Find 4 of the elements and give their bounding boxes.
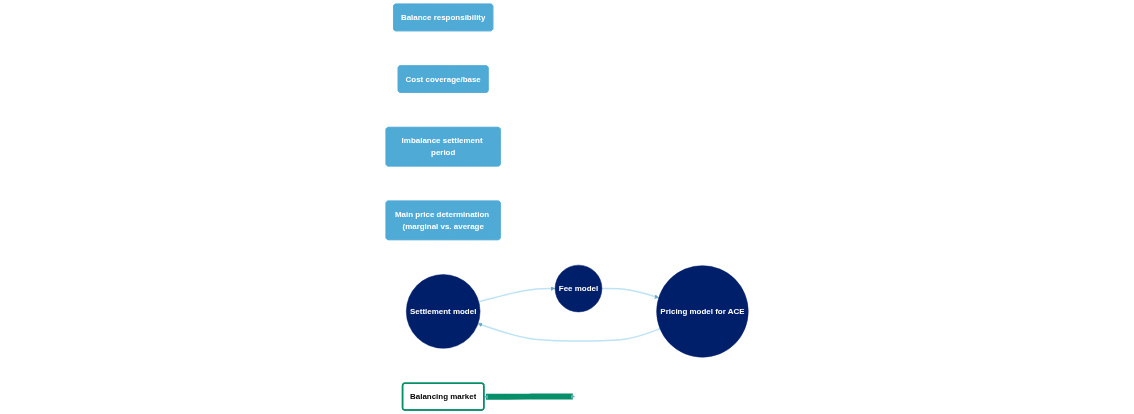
- arrow: [477, 286, 556, 303]
- double-arrow: [483, 393, 575, 400]
- arrow: [601, 287, 659, 299]
- arrow: [477, 322, 661, 342]
